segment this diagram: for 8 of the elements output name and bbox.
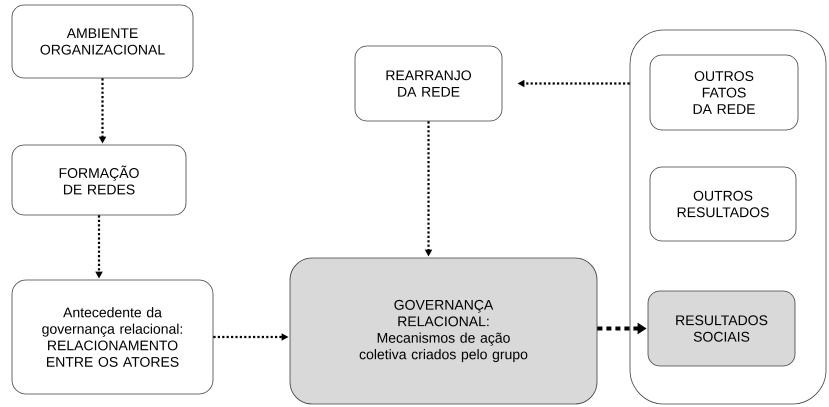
process-box: AMBIENTE ORGANIZACIONAL (12, 4, 194, 78)
process-box: RESULTADOS SOCIAIS (648, 290, 796, 366)
process-box: REARRANJO DA REDE (354, 46, 502, 122)
process-box: GOVERNANÇA RELACIONAL: Mecanismos de ação coletiva criados pelo grupo (290, 258, 598, 404)
process-box: FORMAÇÃO DE REDES (12, 144, 186, 216)
process-box: OUTROS FATOS DA REDE (650, 54, 798, 130)
process-box: OUTROS RESULTADOS (650, 166, 796, 242)
process-box: Antecedente da governança relacional: RELACIONAMENTO ENTRE OS ATORES (12, 280, 214, 394)
